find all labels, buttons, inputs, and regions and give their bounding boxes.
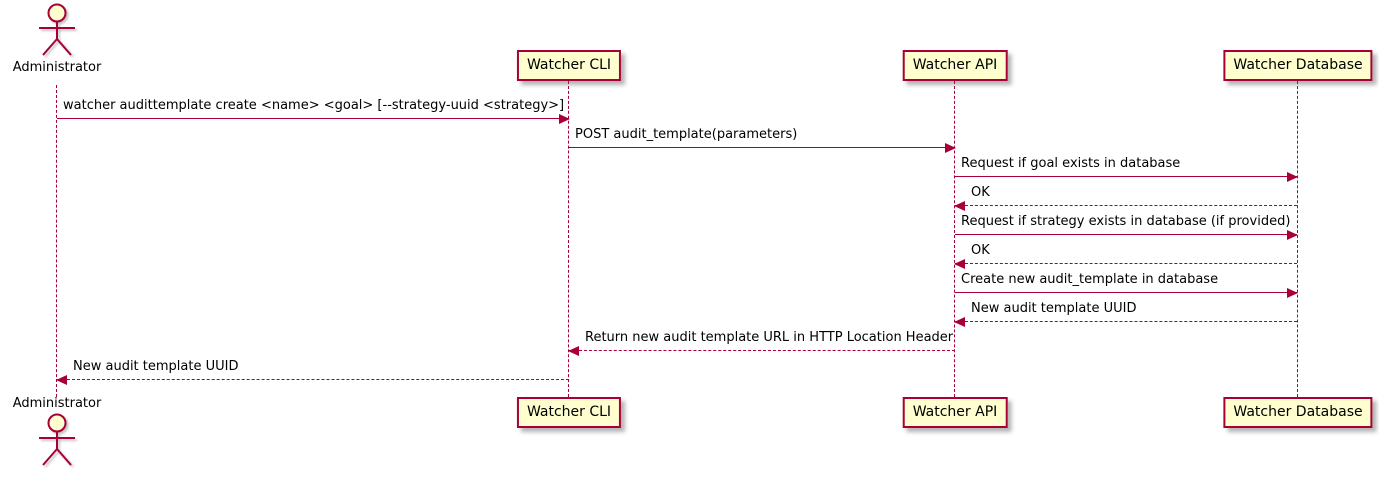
participant-watcher-api-top: Watcher API <box>902 50 1008 81</box>
message-request-strategy-exists: Request if strategy exists in database (… <box>955 214 1298 240</box>
message-line <box>955 205 1297 206</box>
participant-watcher-cli-top: Watcher CLI <box>516 50 622 81</box>
arrowhead-icon <box>56 374 67 385</box>
message-line <box>57 379 569 380</box>
actor-label: Administrator <box>12 396 102 411</box>
actor-administrator-bottom: Administrator <box>2 396 112 470</box>
participant-watcher-cli-bottom: Watcher CLI <box>516 397 622 428</box>
message-line <box>569 147 955 148</box>
lifeline-administrator <box>56 85 57 397</box>
message-request-goal-exists: Request if goal exists in database <box>955 156 1298 182</box>
lifeline-watcher-api <box>954 81 955 397</box>
message-label: New audit template UUID <box>971 301 1137 316</box>
message-line <box>57 118 569 119</box>
message-ok-goal: OK <box>954 185 1297 211</box>
message-line <box>955 234 1297 235</box>
actor-icon <box>39 3 75 56</box>
lifeline-watcher-cli <box>568 81 569 397</box>
participant-watcher-database-top: Watcher Database <box>1223 50 1373 81</box>
arrowhead-icon <box>559 113 570 124</box>
message-ok-strategy: OK <box>954 243 1297 269</box>
message-label: Create new audit_template in database <box>961 272 1219 287</box>
message-line <box>955 321 1297 322</box>
arrowhead-icon <box>1287 287 1298 298</box>
message-label: OK <box>971 185 990 200</box>
actor-icon <box>39 413 75 466</box>
message-label: Request if strategy exists in database (… <box>961 214 1291 229</box>
actor-label: Administrator <box>12 60 102 75</box>
message-label: New audit template UUID <box>73 359 239 374</box>
message-post-audit-template: POST audit_template(parameters) <box>569 127 956 153</box>
arrowhead-icon <box>945 142 956 153</box>
message-line <box>569 350 955 351</box>
message-label: POST audit_template(parameters) <box>575 127 798 142</box>
arrowhead-icon <box>1287 171 1298 182</box>
message-label: watcher audittemplate create <name> <goa… <box>63 98 565 113</box>
arrowhead-icon <box>954 200 965 211</box>
message-label: Request if goal exists in database <box>961 156 1181 171</box>
participant-watcher-api-bottom: Watcher API <box>902 397 1008 428</box>
message-line <box>955 263 1297 264</box>
message-return-url-location-header: Return new audit template URL in HTTP Lo… <box>568 330 955 356</box>
message-create-new-audit-template: Create new audit_template in database <box>955 272 1298 298</box>
message-line <box>955 176 1297 177</box>
message-line <box>955 292 1297 293</box>
arrowhead-icon <box>1287 229 1298 240</box>
actor-administrator-top: Administrator <box>2 2 112 76</box>
arrowhead-icon <box>568 345 579 356</box>
arrowhead-icon <box>954 258 965 269</box>
message-new-audit-template-uuid-db: New audit template UUID <box>954 301 1297 327</box>
message-create-audittemplate: watcher audittemplate create <name> <goa… <box>57 98 570 124</box>
message-label: OK <box>971 243 990 258</box>
message-new-audit-template-uuid-admin: New audit template UUID <box>56 359 569 385</box>
arrowhead-icon <box>954 316 965 327</box>
message-label: Return new audit template URL in HTTP Lo… <box>585 330 954 345</box>
participant-watcher-database-bottom: Watcher Database <box>1223 397 1373 428</box>
